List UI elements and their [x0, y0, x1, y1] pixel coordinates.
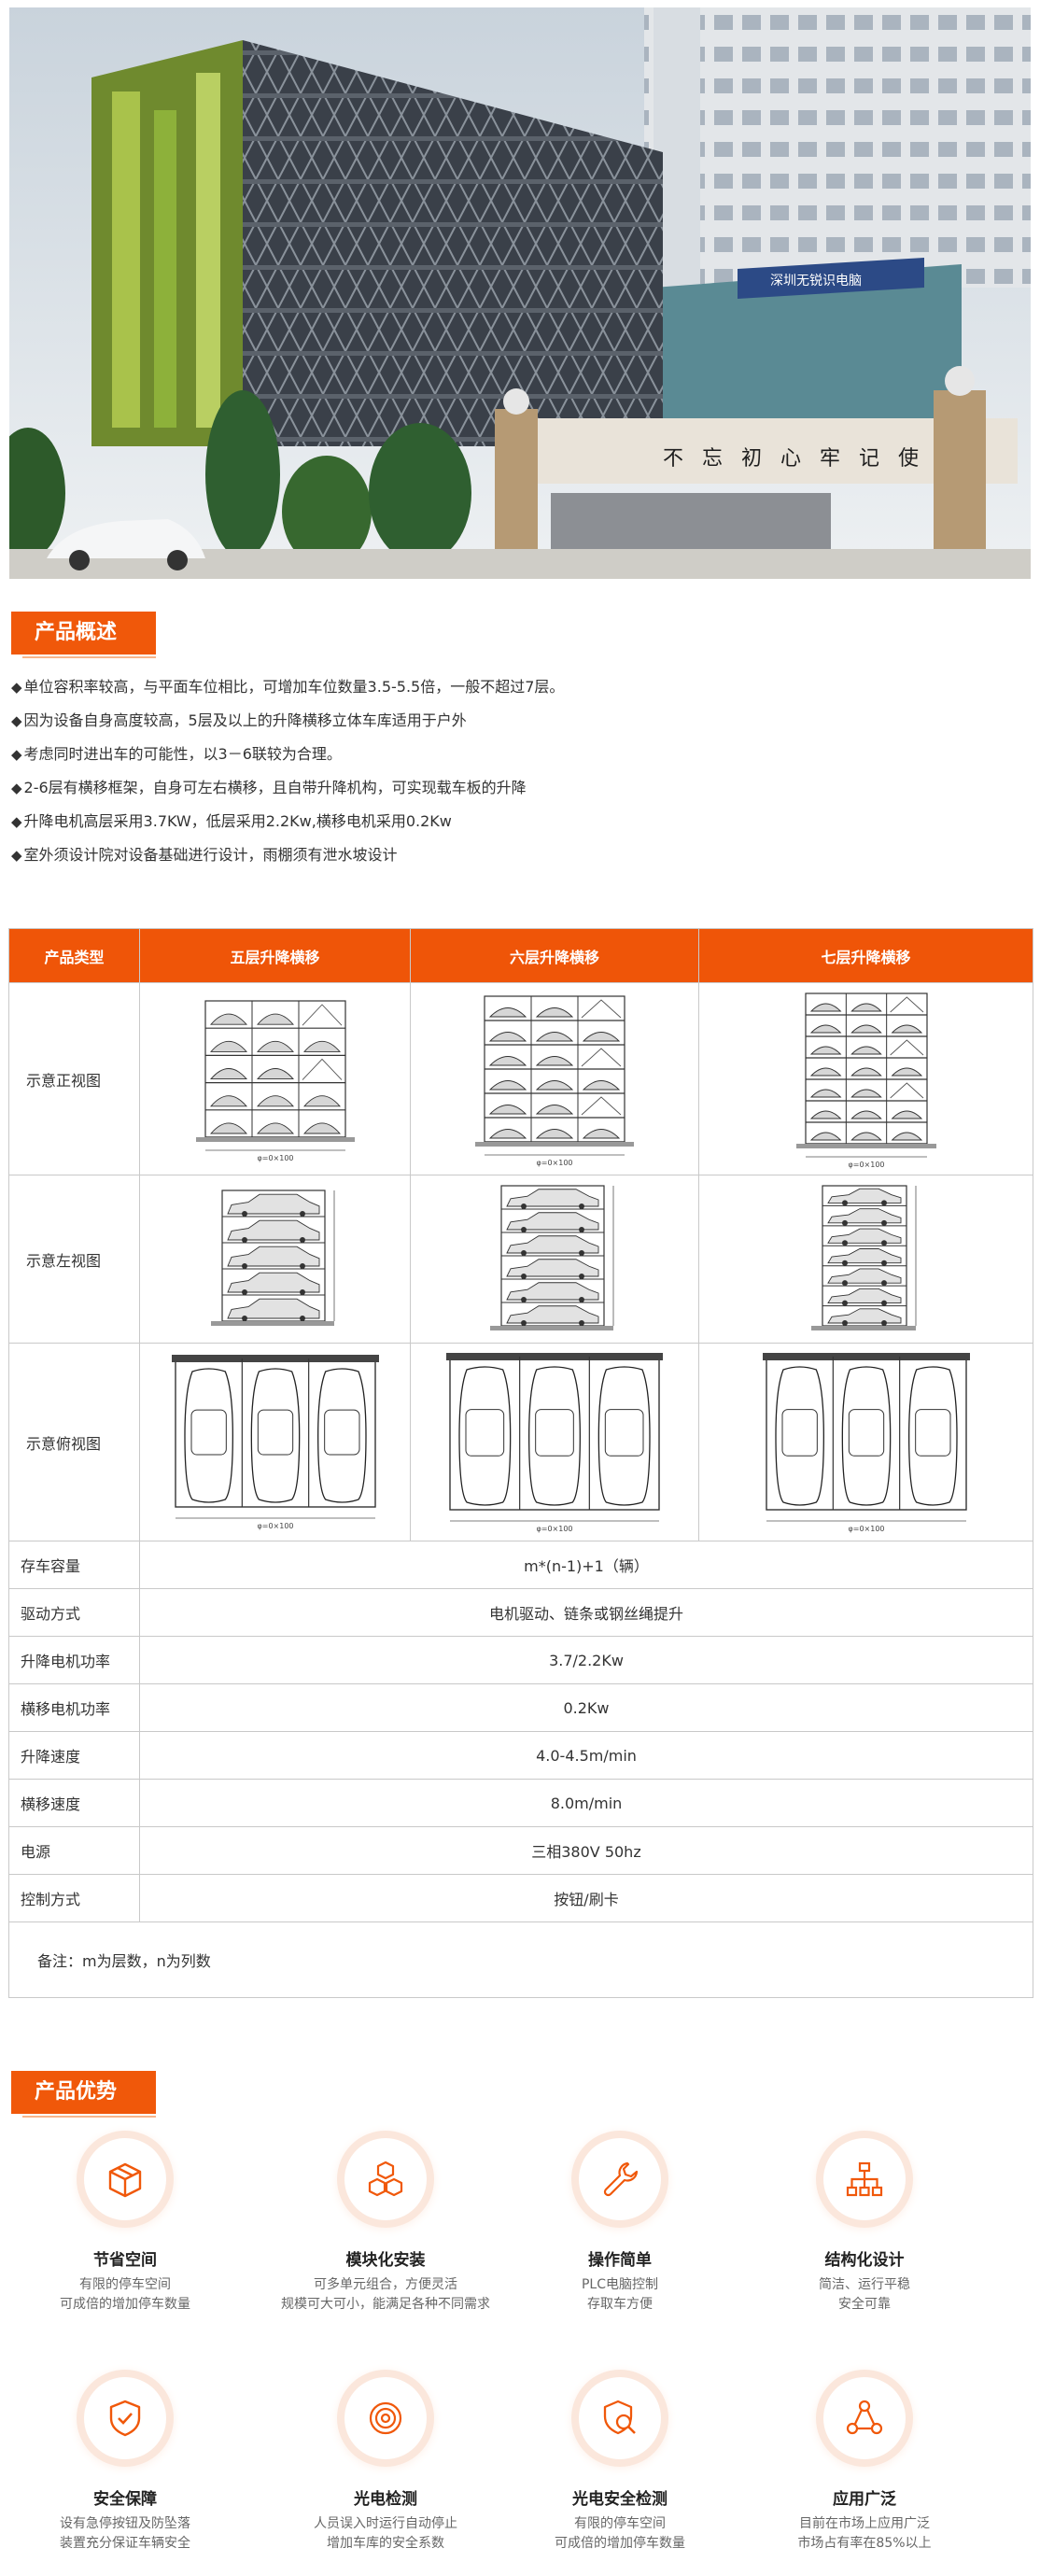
front-view-diagram-5: φ=0×100	[139, 982, 411, 1175]
advantages-heading: 产品优势	[11, 2071, 156, 2118]
advantage-item: 结构化设计 简洁、运行平稳安全可靠	[743, 2138, 986, 2315]
advantage-item: 节省空间 有限的停车空间可成倍的增加停车数量	[4, 2138, 246, 2315]
hierarchy-icon	[846, 2161, 883, 2197]
front-view-diagram-7: φ=0×100	[698, 982, 1033, 1175]
side-view-diagram-6	[410, 1175, 699, 1344]
diamond-bullet-icon: ◆	[11, 813, 22, 830]
hero-banner-text: 深圳无锐识电脑	[770, 274, 862, 289]
header-cell: 产品类型	[8, 928, 140, 983]
header-cell: 七层升降横移	[698, 928, 1033, 983]
advantage-item: 光电检测 人员误入时运行自动停止增加车库的安全系数	[264, 2377, 507, 2554]
overview-list: ◆单位容积率较高，与平面车位相比，可增加车位数量3.5-5.5倍，一般不超过7层…	[11, 670, 1019, 872]
box-icon	[108, 2162, 142, 2198]
table-note: 备注：m为层数，n为列数	[8, 1921, 1033, 1998]
list-item: ◆室外须设计院对设备基础进行设计，雨棚须有泄水坡设计	[11, 846, 398, 864]
svg-text:φ=0×100: φ=0×100	[257, 1522, 293, 1530]
svg-text:φ=0×100: φ=0×100	[848, 1161, 884, 1169]
row-label: 示意正视图	[8, 982, 140, 1175]
svg-text:φ=0×100: φ=0×100	[257, 1154, 293, 1162]
list-item: ◆考虑同时进出车的可能性，以3－6联较为合理。	[11, 745, 342, 763]
table-note-row: 备注：m为层数，n为列数	[8, 1921, 1033, 1998]
target-icon	[369, 2401, 402, 2435]
table-row: 示意左视图	[8, 1175, 1033, 1344]
wrench-icon	[603, 2161, 639, 2197]
advantage-item: 操作简单 PLC电脑控制存取车方便	[499, 2138, 741, 2315]
hero-wall-text: 不忘初心牢记使命	[663, 447, 977, 471]
header-cell: 五层升降横移	[139, 928, 411, 983]
front-view-diagram-6: φ=0×100	[410, 982, 699, 1175]
overview-heading: 产品概述	[11, 612, 156, 658]
top-view-diagram-7: φ=0×100	[698, 1343, 1033, 1541]
table-header-row: 产品类型 五层升降横移 六层升降横移 七层升降横移	[8, 928, 1033, 983]
diamond-bullet-icon: ◆	[11, 780, 22, 796]
row-label: 示意俯视图	[8, 1343, 140, 1541]
side-view-diagram-7	[698, 1175, 1033, 1344]
table-row: 示意正视图 φ=0×100 φ=0×100 φ=0×100	[8, 982, 1033, 1175]
advantage-item: 安全保障 设有急停按钮及防坠落装置充分保证车辆安全	[4, 2377, 246, 2554]
side-view-diagram-5	[139, 1175, 411, 1344]
table-row: 电源三相380V 50hz	[8, 1826, 1033, 1875]
network-icon	[846, 2400, 883, 2435]
diamond-bullet-icon: ◆	[11, 712, 22, 729]
diamond-bullet-icon: ◆	[11, 847, 22, 864]
advantages-grid: 节省空间 有限的停车空间可成倍的增加停车数量 模块化安装 可多单元组合，方便灵活…	[0, 2127, 1040, 2575]
advantage-item: 光电安全检测 有限的停车空间可成倍的增加停车数量	[499, 2377, 741, 2554]
row-label: 示意左视图	[8, 1175, 140, 1344]
table-row: 示意俯视图 φ=0×100 φ=0×100 φ=0×100	[8, 1343, 1033, 1541]
list-item: ◆因为设备自身高度较高，5层及以上的升降横移立体车库适用于户外	[11, 711, 467, 729]
header-cell: 六层升降横移	[410, 928, 699, 983]
table-row: 控制方式按钮/刷卡	[8, 1874, 1033, 1922]
list-item: ◆升降电机高层采用3.7KW，低层采用2.2Kw,横移电机采用0.2Kw	[11, 812, 452, 830]
top-view-diagram-6: φ=0×100	[410, 1343, 699, 1541]
shield-check-icon	[109, 2400, 141, 2437]
list-item: ◆单位容积率较高，与平面车位相比，可增加车位数量3.5-5.5倍，一般不超过7层…	[11, 678, 565, 696]
svg-text:φ=0×100: φ=0×100	[536, 1159, 572, 1167]
top-view-diagram-5: φ=0×100	[139, 1343, 411, 1541]
list-item: ◆2-6层有横移框架，自身可左右横移，且自带升降机构，可实现载车板的升降	[11, 779, 527, 796]
svg-text:φ=0×100: φ=0×100	[848, 1525, 884, 1533]
svg-text:φ=0×100: φ=0×100	[536, 1525, 572, 1533]
hero-image: 深圳无锐识电脑 不忘初心牢记使命	[9, 7, 1031, 579]
diamond-bullet-icon: ◆	[11, 746, 22, 763]
cubes-icon	[368, 2161, 403, 2197]
advantage-item: 应用广泛 目前在市场上应用广泛市场占有率在85%以上	[743, 2377, 986, 2554]
spec-table: 产品类型 五层升降横移 六层升降横移 七层升降横移 示意正视图 φ=0×100 …	[8, 928, 1033, 1998]
table-row: 驱动方式电机驱动、链条或钢丝绳提升	[8, 1588, 1033, 1637]
advantage-item: 模块化安装 可多单元组合，方便灵活规模可大可小，能满足各种不同需求	[264, 2138, 507, 2315]
shield-search-icon	[603, 2400, 636, 2435]
diamond-bullet-icon: ◆	[11, 679, 22, 696]
